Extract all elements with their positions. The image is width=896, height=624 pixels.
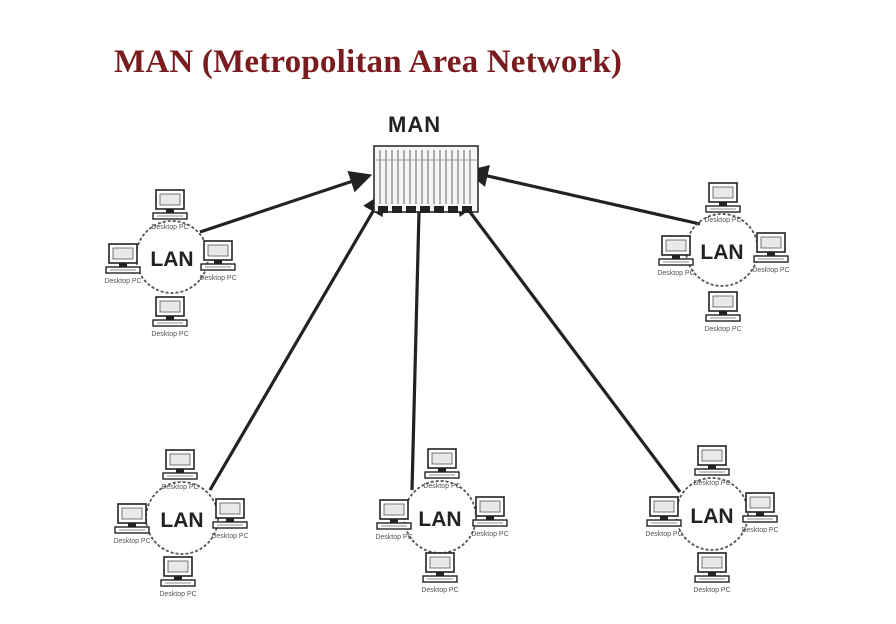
desktop-pc-icon: Desktop PC <box>741 492 779 534</box>
pc-label: Desktop PC <box>421 587 458 594</box>
desktop-pc-icon: Desktop PC <box>104 243 142 285</box>
lan-label: LAN <box>150 248 193 271</box>
desktop-pc-icon: Desktop PC <box>113 503 151 545</box>
desktop-pc-icon: Desktop PC <box>704 182 742 224</box>
desktop-pc-icon: Desktop PC <box>151 296 189 338</box>
pc-label: Desktop PC <box>693 480 730 487</box>
link-arrow-bottom-left <box>208 192 385 491</box>
desktop-pc-icon: Desktop PC <box>645 496 683 538</box>
desktop-pc-icon: Desktop PC <box>211 498 249 540</box>
pc-label: Desktop PC <box>704 326 741 333</box>
desktop-pc-icon: Desktop PC <box>752 232 790 274</box>
link-arrow-bottom-center <box>408 167 431 491</box>
desktop-pc-icon: Desktop PC <box>693 552 731 594</box>
desktop-pc-icon: Desktop PC <box>704 291 742 333</box>
pc-label: Desktop PC <box>471 531 508 538</box>
desktop-pc-icon: Desktop PC <box>471 496 509 538</box>
desktop-pc-icon: Desktop PC <box>161 449 199 491</box>
lan-bottom-center: Desktop PC Desktop PC Desktop PC Desktop PC… <box>375 448 509 594</box>
desktop-pc-icon: Desktop PC <box>421 552 459 594</box>
lan-top-right: Desktop PC Desktop PC Desktop PC Desktop PC… <box>657 182 790 333</box>
pc-label: Desktop PC <box>151 224 188 231</box>
pc-label: Desktop PC <box>704 217 741 224</box>
desktop-pc-icon: Desktop PC <box>423 448 461 490</box>
pc-label: Desktop PC <box>645 531 682 538</box>
lan-bottom-right: Desktop PC Desktop PC Desktop PC Desktop PC… <box>645 445 779 594</box>
pc-label: Desktop PC <box>375 534 412 541</box>
pc-label: Desktop PC <box>151 331 188 338</box>
pc-label: Desktop PC <box>211 533 248 540</box>
pc-label: Desktop PC <box>752 267 789 274</box>
pc-label: Desktop PC <box>159 591 196 598</box>
desktop-pc-icon: Desktop PC <box>693 445 731 487</box>
pc-label: Desktop PC <box>113 538 150 545</box>
lan-label: LAN <box>160 509 203 532</box>
man-label: MAN <box>388 112 442 137</box>
pc-label: Desktop PC <box>657 270 694 277</box>
pc-label: Desktop PC <box>693 587 730 594</box>
pc-label: Desktop PC <box>423 483 460 490</box>
link-arrow-top-right <box>465 165 701 226</box>
desktop-pc-icon: Desktop PC <box>375 499 413 541</box>
lan-label: LAN <box>690 505 733 528</box>
desktop-pc-icon: Desktop PC <box>199 240 237 282</box>
pc-label: Desktop PC <box>104 278 141 285</box>
desktop-pc-icon: Desktop PC <box>151 189 189 231</box>
man-switch-rack-icon <box>373 145 479 213</box>
link-arrow-bottom-right <box>455 192 682 493</box>
desktop-pc-icon: Desktop PC <box>159 556 197 598</box>
lan-bottom-left: Desktop PC Desktop PC Desktop PC Desktop PC… <box>113 449 249 598</box>
pc-label: Desktop PC <box>199 275 236 282</box>
diagram-title: MAN (Metropolitan Area Network) <box>114 44 623 80</box>
lan-top-left: Desktop PC Desktop PC Desktop PC Desktop PC… <box>104 189 237 338</box>
pc-label: Desktop PC <box>741 527 778 534</box>
desktop-pc-icon: Desktop PC <box>657 235 695 277</box>
lan-label: LAN <box>700 241 743 264</box>
link-arrow-top-left <box>199 171 373 234</box>
pc-label: Desktop PC <box>161 484 198 491</box>
lan-label: LAN <box>418 508 461 531</box>
